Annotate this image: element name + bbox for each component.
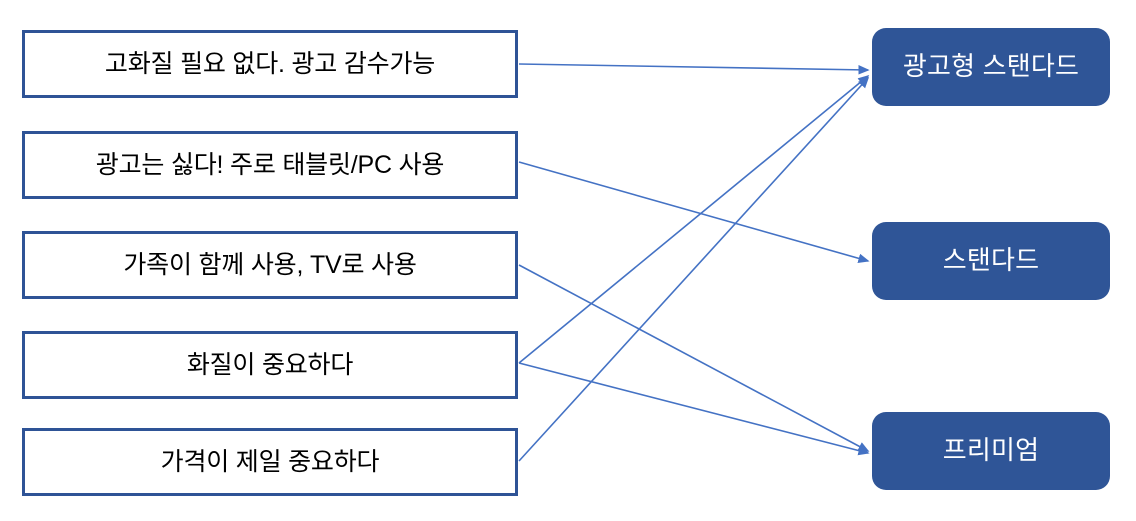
left-node-2-label: 광고는 싫다! 주로 태블릿/PC 사용 xyxy=(95,150,445,179)
connector-n4-to-p1 xyxy=(518,74,870,364)
left-node-4-label: 화질이 중요하다 xyxy=(186,350,354,379)
right-node-1[interactable]: 광고형 스탠다드 xyxy=(872,28,1110,106)
connector-n1-to-p1 xyxy=(518,63,870,75)
right-node-3-label: 프리미엄 xyxy=(942,435,1040,466)
left-node-3[interactable]: 가족이 함께 사용, TV로 사용 xyxy=(22,231,518,299)
right-node-3[interactable]: 프리미엄 xyxy=(872,412,1110,490)
left-node-4[interactable]: 화질이 중요하다 xyxy=(22,331,518,399)
left-node-1[interactable]: 고화질 필요 없다. 광고 감수가능 xyxy=(22,30,518,98)
left-node-1-label: 고화질 필요 없다. 광고 감수가능 xyxy=(104,49,436,78)
left-node-5-label: 가격이 제일 중요하다 xyxy=(160,447,380,476)
right-node-2-label: 스탠다드 xyxy=(942,245,1040,276)
left-node-3-label: 가족이 함께 사용, TV로 사용 xyxy=(123,250,417,279)
right-node-2[interactable]: 스탠다드 xyxy=(872,222,1110,300)
connector-n4-to-p3 xyxy=(518,362,870,456)
connector-n3-to-p3 xyxy=(518,264,870,452)
right-node-1-label: 광고형 스탠다드 xyxy=(902,51,1080,82)
left-node-5[interactable]: 가격이 제일 중요하다 xyxy=(22,428,518,496)
connector-n5-to-p1 xyxy=(518,76,870,462)
left-node-2[interactable]: 광고는 싫다! 주로 태블릿/PC 사용 xyxy=(22,131,518,199)
connector-n2-to-p2 xyxy=(518,161,870,263)
